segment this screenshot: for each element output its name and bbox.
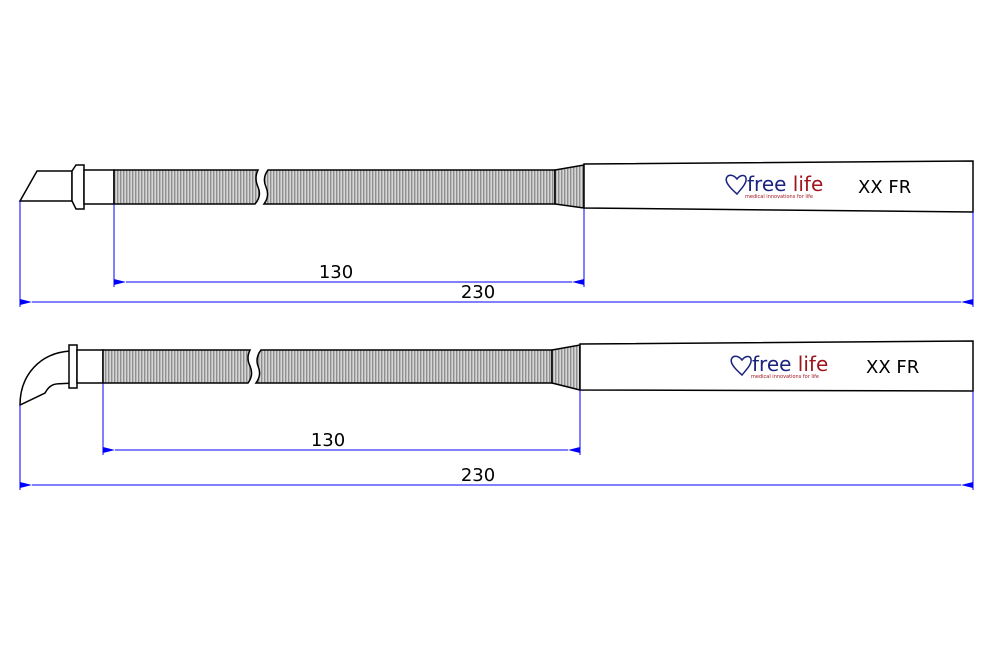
- dimension-ribbed-label: 130: [319, 262, 353, 283]
- dimensions: [19, 201, 974, 307]
- svg-text:medical innovations for life: medical innovations for life: [745, 194, 813, 200]
- dimensions: [19, 383, 974, 490]
- tube-plain: [83, 169, 115, 205]
- tube-ribbed-right: [254, 349, 553, 384]
- svg-text:free life: free life: [752, 352, 828, 376]
- svg-text:medical innovations for life: medical innovations for life: [751, 374, 819, 380]
- brand-logo: free life medical innovations for life: [730, 352, 828, 380]
- catheter-angled: free life medical innovations for life X…: [18, 160, 974, 307]
- tube-ribbed-left: [113, 169, 261, 205]
- tube-plain: [76, 349, 104, 384]
- curved-tip: [19, 350, 71, 407]
- heart-icon: [725, 174, 747, 196]
- catheter-curved: free life medical innovations for life X…: [19, 340, 974, 490]
- size-label: XX FR: [858, 177, 911, 198]
- dimension-ribbed-label: 130: [311, 430, 345, 451]
- dimension-total-label: 230: [461, 465, 495, 486]
- dimension-total-label: 230: [461, 282, 495, 303]
- taper-ribbed: [551, 344, 581, 391]
- svg-text:free life: free life: [747, 172, 823, 196]
- brand-logo: free life medical innovations for life: [725, 172, 823, 200]
- size-label: XX FR: [866, 357, 919, 378]
- connector-collar: [68, 344, 78, 389]
- heart-icon: [730, 355, 752, 377]
- angled-tip: [18, 170, 73, 202]
- connector-collar: [71, 164, 85, 210]
- tube-ribbed-left: [102, 349, 253, 384]
- tube-ribbed-right: [262, 169, 556, 205]
- taper-ribbed: [554, 164, 585, 209]
